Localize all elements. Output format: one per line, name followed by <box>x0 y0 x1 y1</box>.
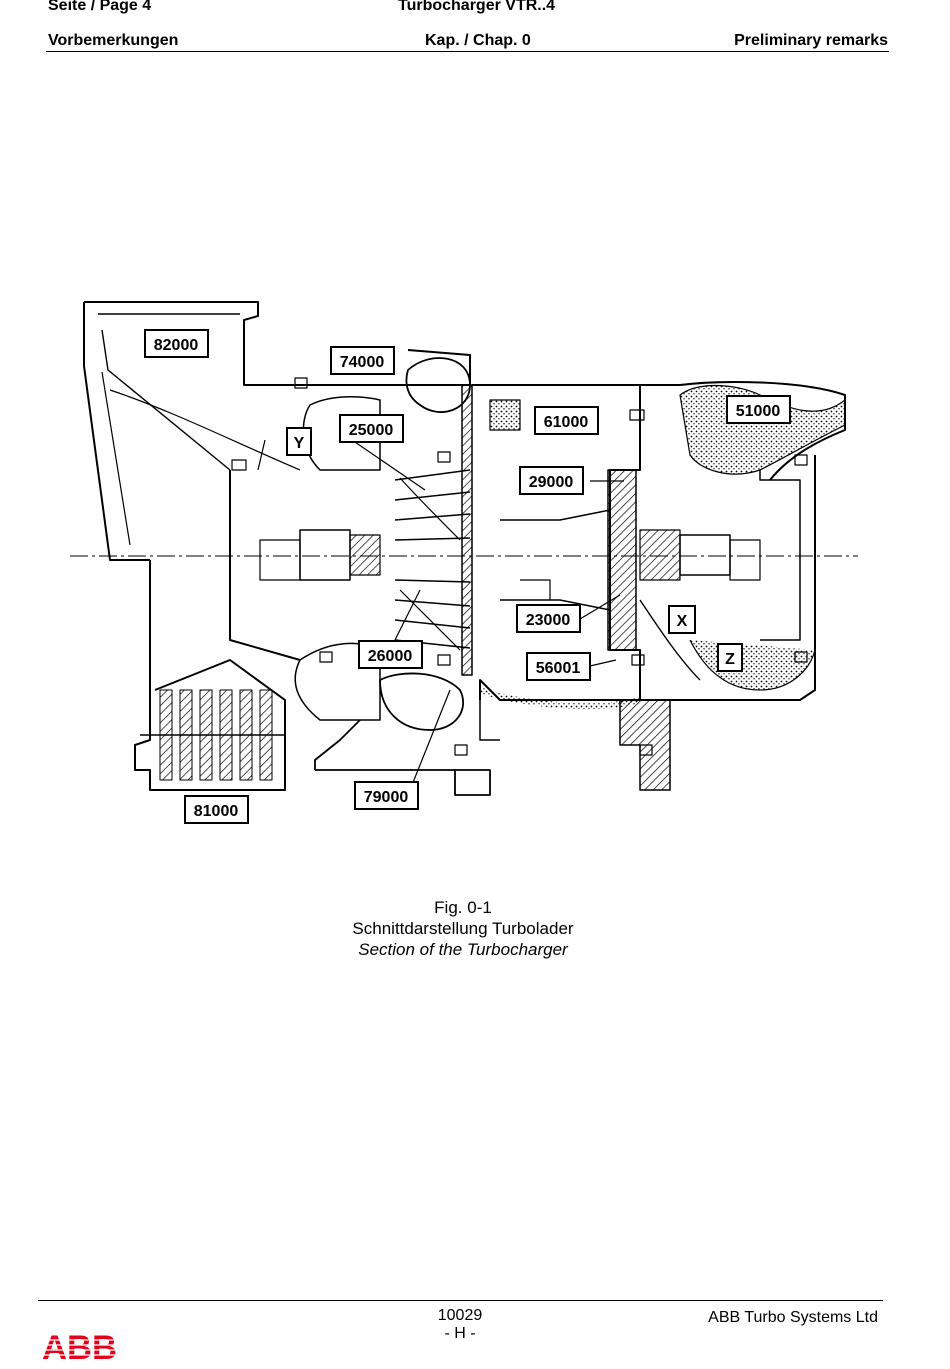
svg-text:ABB: ABB <box>42 1331 117 1361</box>
label-box-29000 <box>519 466 584 495</box>
part-label-61000: 61000 <box>544 414 589 431</box>
figure-caption-de: Schnittdarstellung Turbolader <box>352 919 574 938</box>
chapter-label: Kap. / Chap. 0 <box>425 32 531 49</box>
label-box-y <box>286 427 312 456</box>
part-label-z: Z <box>725 651 735 668</box>
part-label-81000: 81000 <box>194 803 239 820</box>
label-box-26000 <box>358 640 423 669</box>
part-label-26000: 26000 <box>368 648 413 665</box>
figure-caption-en: Section of the Turbocharger <box>358 940 568 959</box>
part-label-y: Y <box>294 435 305 452</box>
header-rule <box>46 51 889 52</box>
label-box-81000 <box>184 795 249 824</box>
figure-caption: Fig. 0-1 Schnittdarstellung Turbolader S… <box>0 898 926 960</box>
revision-label: - H - <box>444 1325 476 1342</box>
part-label-29000: 29000 <box>529 474 574 491</box>
part-label-23000: 23000 <box>526 612 571 629</box>
figure-number: Fig. 0-1 <box>434 898 492 917</box>
part-label-25000: 25000 <box>349 422 394 439</box>
label-box-51000 <box>726 395 791 424</box>
label-box-79000 <box>354 781 419 810</box>
part-label-56001: 56001 <box>536 660 581 677</box>
label-box-z <box>717 643 743 672</box>
label-box-23000 <box>516 604 581 633</box>
document-title: Turbocharger VTR..4 <box>398 0 556 14</box>
label-box-25000 <box>339 414 404 443</box>
part-label-74000: 74000 <box>340 354 385 371</box>
section-title-en: Preliminary remarks <box>734 32 888 49</box>
part-label-79000: 79000 <box>364 789 409 806</box>
label-box-82000 <box>144 329 209 358</box>
part-label-x: X <box>677 613 688 630</box>
abb-logo: ABB <box>42 1331 118 1361</box>
turbocharger-section-drawing: 82000 74000 25000 Y 61000 51000 29000 23… <box>70 301 858 824</box>
part-label-51000: 51000 <box>736 403 781 420</box>
label-box-61000 <box>534 406 599 435</box>
label-box-x <box>668 605 696 634</box>
label-box-56001 <box>526 652 591 681</box>
label-box-74000 <box>330 346 395 375</box>
footer-rule <box>38 1300 883 1301</box>
document-number: 10029 <box>437 1307 483 1324</box>
page-number: Seite / Page 4 <box>48 0 152 14</box>
part-label-82000: 82000 <box>154 337 199 354</box>
section-title-de: Vorbemerkungen <box>48 32 179 49</box>
company-name: ABB Turbo Systems Ltd <box>708 1309 878 1326</box>
